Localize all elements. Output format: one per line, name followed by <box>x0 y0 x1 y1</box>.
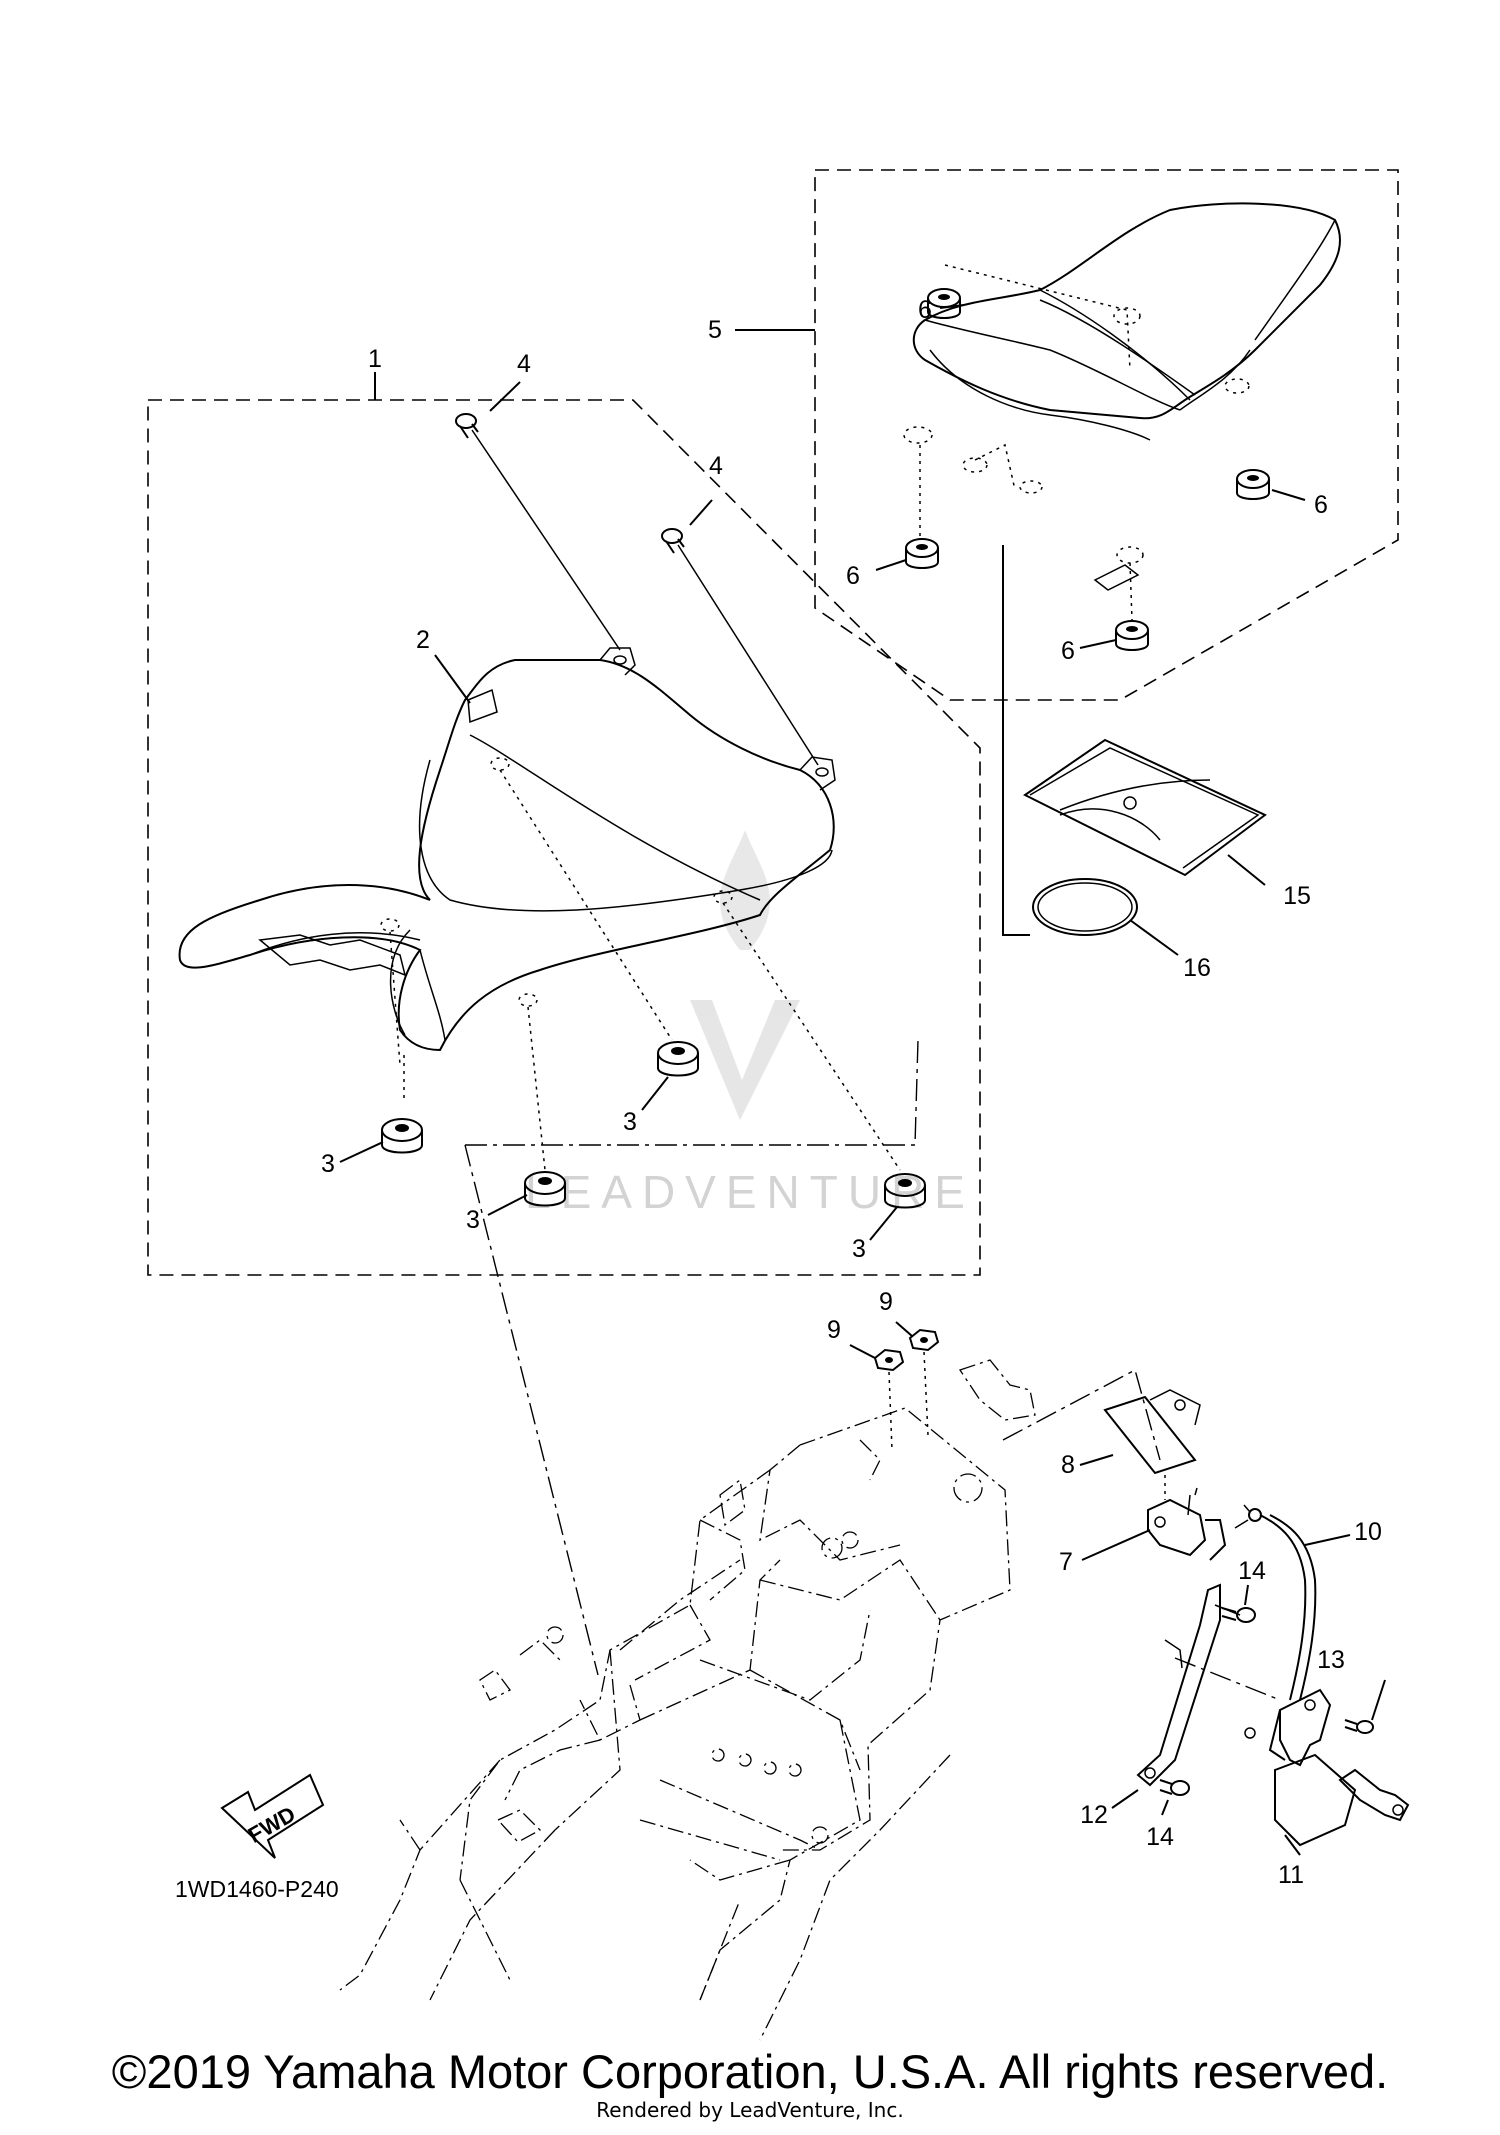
accessory-bracket-line <box>1002 545 1030 936</box>
callout-14a: 14 <box>1238 1557 1266 1585</box>
callout-3c: 3 <box>623 1108 637 1136</box>
callout-14b: 14 <box>1146 1823 1174 1851</box>
seat-lock-cable-10 <box>1234 1504 1317 1701</box>
leader-11 <box>1284 1834 1301 1856</box>
callout-13: 13 <box>1317 1646 1345 1674</box>
callout-6a: 6 <box>918 296 932 324</box>
damper-6b <box>1236 469 1270 500</box>
leader-3b <box>487 1194 528 1216</box>
leader-14a <box>1244 1584 1249 1606</box>
o-ring <box>1032 878 1138 936</box>
watermark-text: LEADVENTURE <box>525 1166 975 1218</box>
leader-3a <box>339 1141 384 1163</box>
callout-10: 10 <box>1354 1518 1382 1546</box>
callout-2: 2 <box>416 626 430 654</box>
passenger-seat <box>903 202 1341 591</box>
callout-16: 16 <box>1183 954 1211 982</box>
leader-8 <box>1079 1454 1114 1466</box>
bolt-4b <box>661 528 819 766</box>
leader-15 <box>1227 854 1266 886</box>
callout-3a: 3 <box>321 1150 335 1178</box>
rider-seat <box>178 647 836 1052</box>
leader-6b <box>1271 489 1306 501</box>
damper-3a <box>381 1118 423 1154</box>
callout-3d: 3 <box>852 1235 866 1263</box>
leader-3c <box>641 1076 669 1111</box>
leader-9b <box>895 1321 913 1337</box>
pillion-assembly-boundary <box>814 169 1399 701</box>
diagram-code: 1WD1460-P240 <box>175 1876 339 1902</box>
leader-9a <box>849 1344 876 1359</box>
damper-3b <box>524 1171 566 1207</box>
bracket-12 <box>1136 1583 1241 1787</box>
damper-6d <box>1115 620 1149 651</box>
seat-to-frame-chain <box>465 1039 919 1146</box>
bolt-4a <box>455 413 621 651</box>
leader-2 <box>434 654 471 704</box>
callout-6b: 6 <box>1314 491 1328 519</box>
rendered-by-credit: Rendered by LeadVenture, Inc. <box>596 2098 904 2122</box>
callout-6c: 6 <box>846 562 860 590</box>
leader-13 <box>1371 1679 1386 1721</box>
rear-frame <box>339 1359 1036 2041</box>
plate-8 <box>1103 1389 1201 1475</box>
callout-12: 12 <box>1080 1801 1108 1829</box>
leader-6d <box>1079 639 1117 649</box>
callout-7: 7 <box>1059 1548 1073 1576</box>
leader-14b <box>1161 1799 1169 1816</box>
seat-lock-7 <box>1147 1475 1227 1561</box>
leader-4a <box>489 381 521 412</box>
leader-10 <box>1304 1534 1351 1546</box>
callout-9b: 9 <box>879 1288 893 1316</box>
forward-arrow-icon: FWD <box>220 1773 325 1859</box>
callout-4b: 4 <box>709 452 723 480</box>
nut-9a <box>873 1348 905 1451</box>
leader-6c <box>875 559 907 571</box>
callout-5: 5 <box>708 316 722 344</box>
damper-3d <box>884 1173 926 1209</box>
storage-bag <box>1023 738 1267 877</box>
callout-4a: 4 <box>517 350 531 378</box>
callout-3b: 3 <box>466 1206 480 1234</box>
screw-13 <box>1344 1719 1374 1734</box>
callout-6d: 6 <box>1061 637 1075 665</box>
callout-8: 8 <box>1061 1451 1075 1479</box>
nut-9b <box>908 1328 940 1436</box>
damper-6a <box>927 288 961 319</box>
fwd-label: FWD <box>244 1801 300 1848</box>
callout-1: 1 <box>368 345 382 373</box>
leader-12 <box>1111 1789 1139 1809</box>
bracket-chain <box>1174 1657 1281 1701</box>
callout-11: 11 <box>1278 1861 1304 1889</box>
leader-7 <box>1081 1529 1151 1561</box>
damper-3c <box>657 1041 699 1077</box>
lock-cylinder-11 <box>1244 1688 1410 1847</box>
leader-4b <box>689 499 713 526</box>
leader-3d <box>869 1206 898 1241</box>
seat-assembly-boundary <box>147 399 981 1276</box>
copyright-notice: ©2019 Yamaha Motor Corporation, U.S.A. A… <box>111 2045 1389 2098</box>
lock-chain <box>1002 1368 1161 1461</box>
callout-9a: 9 <box>827 1316 841 1344</box>
bolt-14b <box>1159 1779 1190 1796</box>
leader-16 <box>1129 919 1179 956</box>
callout-15: 15 <box>1283 882 1311 910</box>
leadventure-watermark: LEADVENTURE <box>525 830 975 1218</box>
leader-6a <box>939 304 965 309</box>
damper-6c <box>905 538 939 569</box>
